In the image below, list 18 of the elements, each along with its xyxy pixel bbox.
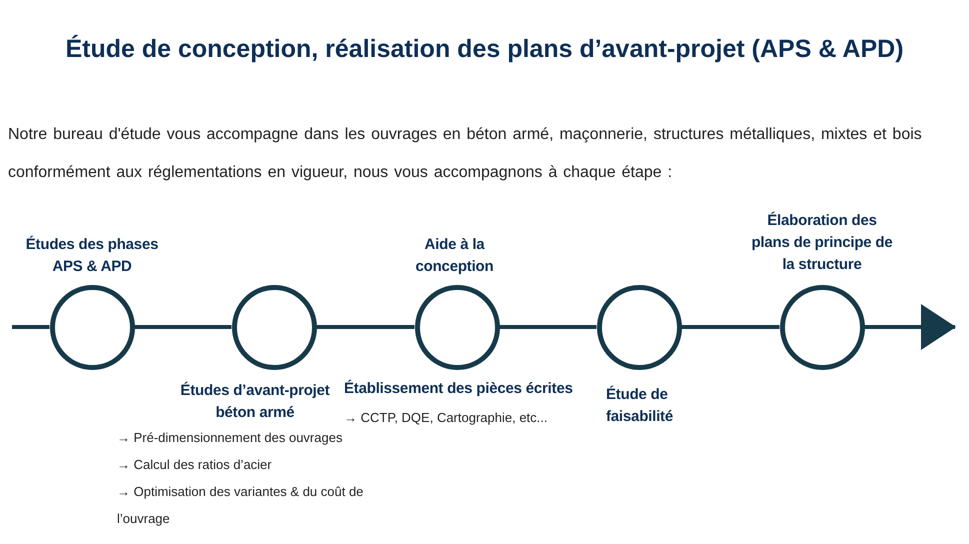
- step-detail: → Pré-dimensionnement des ouvrages: [117, 429, 344, 447]
- step-detail: → CCTP, DQE, Cartographie, etc...: [344, 409, 548, 427]
- step-heading: Élaboration des plans de principe de la structure: [750, 210, 894, 275]
- step-detail: → Optimisation des variantes & du coût de l’ouvrage: [117, 483, 364, 528]
- intro-paragraph: Notre bureau d'étude vous accompagne dans les ouvrages en béton armé, maçonnerie, structures métalliques, mixtes et bois conformément aux réglementations en vigueur, nous vous accompagnons à chaque étape :: [8, 125, 923, 183]
- step-detail: → Calcul des ratios d’acier: [117, 456, 273, 474]
- timeline-line: [316, 325, 414, 329]
- step-heading: Établissement des pièces écrites: [344, 378, 574, 399]
- step-heading: Études des phases APS & APD: [24, 234, 160, 277]
- page-title: Étude de conception, réalisation des plans d’avant-projet (APS & APD): [64, 34, 905, 65]
- timeline-line: [134, 325, 232, 329]
- step-heading: Aide à la conception: [414, 235, 494, 277]
- step-heading: Étude de faisabilité: [606, 384, 674, 427]
- timeline-arrow: [864, 304, 956, 350]
- timeline-line: [500, 325, 596, 329]
- step-heading: Études d’avant-projet béton armé: [179, 380, 331, 423]
- timeline-line: [12, 325, 50, 329]
- timeline-line: [682, 325, 780, 329]
